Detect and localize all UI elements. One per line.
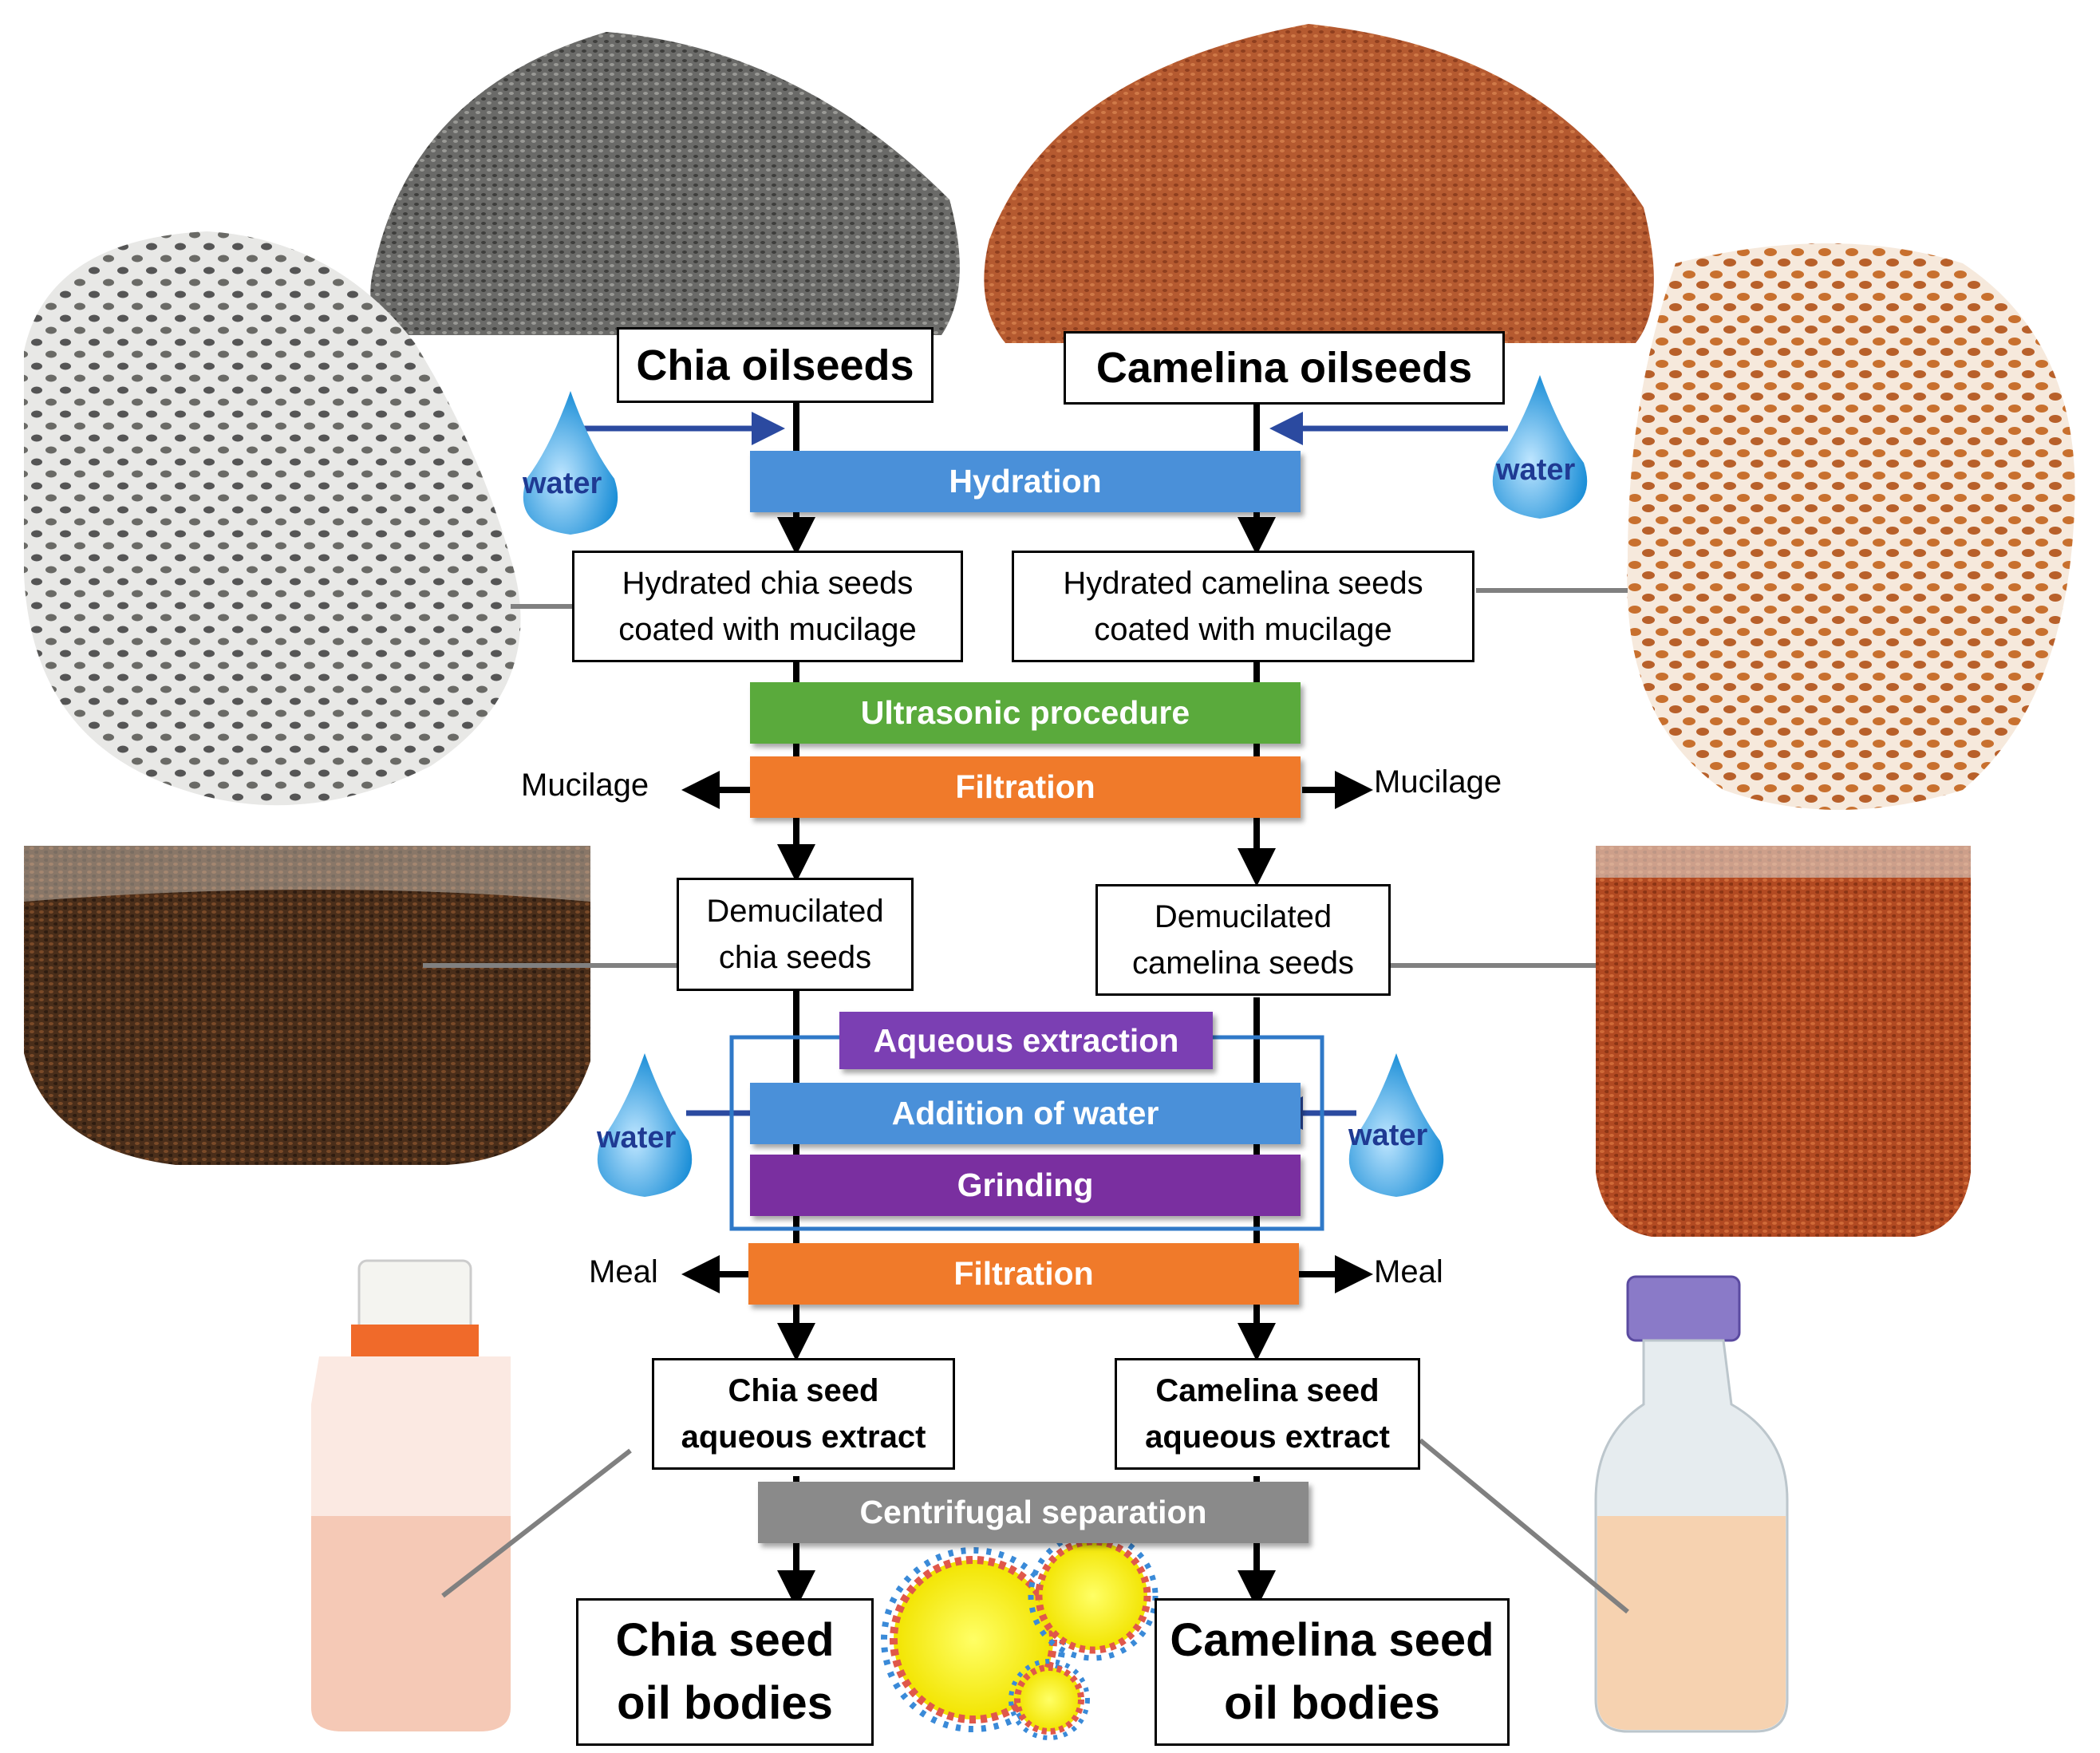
water-label: water	[1348, 1119, 1428, 1152]
aqueous-extraction-label: Aqueous extraction	[873, 1021, 1179, 1059]
hydration-label: Hydration	[949, 463, 1102, 499]
mucilage-left-label: Mucilage	[521, 768, 649, 803]
hydrated-camelina-box: Hydrated camelina seeds coated with muci…	[1012, 551, 1474, 662]
camelina-oil-bodies-box: Camelina seed oil bodies	[1155, 1598, 1510, 1746]
water-label: water	[1496, 453, 1576, 487]
hydrated-camelina-line1: Hydrated camelina seeds	[1063, 566, 1423, 601]
camelina-extract-line2: aqueous extract	[1145, 1419, 1390, 1455]
hydrated-chia-photo	[24, 231, 521, 806]
demucilated-chia-photo	[24, 846, 590, 1165]
hydration-step: Hydration	[750, 451, 1301, 512]
camelina-extract-bottle	[1594, 1275, 1789, 1733]
water-drop-icon	[1348, 1053, 1444, 1197]
chia-oil-bodies-box: Chia seed oil bodies	[576, 1598, 874, 1746]
ultrasonic-label: Ultrasonic procedure	[860, 694, 1190, 731]
demucilated-camelina-line1: Demucilated	[1154, 899, 1332, 934]
hydrated-chia-box: Hydrated chia seeds coated with mucilage	[572, 551, 963, 662]
camelina-oilseeds-label: Camelina oilseeds	[1095, 344, 1473, 392]
camelina-oil-bodies-line2: oil bodies	[1224, 1676, 1440, 1729]
chia-extract-line1: Chia seed	[728, 1373, 879, 1408]
meal-left-label: Meal	[589, 1254, 658, 1289]
chia-oilseeds-box: Chia oilseeds	[617, 327, 934, 403]
hydrated-chia-line1: Hydrated chia seeds	[622, 566, 914, 601]
camelina-oilseeds-box: Camelina oilseeds	[1064, 331, 1505, 405]
meal-right-label: Meal	[1374, 1254, 1443, 1289]
demucilated-camelina-photo	[1596, 846, 1971, 1237]
water-drop-icon	[597, 1053, 693, 1197]
grinding-step: Grinding	[750, 1155, 1301, 1216]
hydrated-chia-line2: coated with mucilage	[618, 612, 917, 647]
filtration-label: Filtration	[955, 768, 1095, 805]
chia-extract-box: Chia seed aqueous extract	[652, 1358, 955, 1470]
aqueous-extraction-step: Aqueous extraction	[839, 1012, 1213, 1069]
chia-extract-line2: aqueous extract	[681, 1419, 926, 1455]
filtration-step-1: Filtration	[750, 756, 1301, 818]
oil-body-illustration	[881, 1530, 1159, 1740]
chia-seed-heap	[370, 32, 960, 335]
water-label: water	[523, 467, 602, 500]
mucilage-right-label: Mucilage	[1374, 764, 1502, 800]
chia-oil-bodies-line1: Chia seed	[615, 1614, 835, 1667]
addition-of-water-label: Addition of water	[891, 1095, 1159, 1131]
centrifugal-separation-step: Centrifugal separation	[758, 1482, 1309, 1543]
chia-extract-bottle	[311, 1259, 511, 1731]
filtration-label: Filtration	[953, 1255, 1094, 1292]
demucilated-chia-box: Demucilated chia seeds	[677, 878, 914, 991]
camelina-seed-heap	[984, 24, 1654, 343]
ultrasonic-step: Ultrasonic procedure	[750, 682, 1301, 744]
centrifugal-separation-label: Centrifugal separation	[859, 1494, 1207, 1530]
water-label: water	[597, 1121, 677, 1155]
hydrated-camelina-line2: coated with mucilage	[1094, 612, 1392, 647]
demucilated-chia-line2: chia seeds	[718, 940, 872, 975]
water-drop-icon	[523, 391, 618, 535]
camelina-extract-line1: Camelina seed	[1155, 1373, 1380, 1408]
camelina-extract-box: Camelina seed aqueous extract	[1115, 1358, 1420, 1470]
camelina-oil-bodies-line1: Camelina seed	[1170, 1614, 1494, 1667]
demucilated-camelina-box: Demucilated camelina seeds	[1095, 884, 1391, 996]
chia-oilseeds-label: Chia oilseeds	[636, 341, 914, 389]
filtration-step-2: Filtration	[748, 1243, 1299, 1305]
hydrated-camelina-photo	[1627, 243, 2075, 810]
addition-of-water-step: Addition of water	[750, 1083, 1301, 1144]
grinding-label: Grinding	[957, 1167, 1094, 1203]
chia-oil-bodies-line2: oil bodies	[617, 1676, 833, 1729]
demucilated-camelina-line2: camelina seeds	[1132, 946, 1354, 981]
demucilated-chia-line1: Demucilated	[706, 894, 884, 929]
water-drop-icon	[1492, 375, 1588, 519]
